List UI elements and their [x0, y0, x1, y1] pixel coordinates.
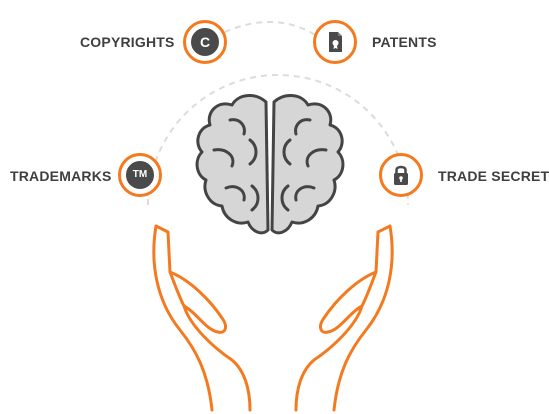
patent-document-icon	[329, 32, 342, 52]
copyright-icon: C	[191, 28, 219, 56]
copyrights-label: COPYRIGHTS	[80, 34, 175, 50]
trademarks-badge: TM	[118, 153, 162, 197]
trade-secrets-label: TRADE SECRETS	[438, 168, 549, 184]
brain-icon	[195, 94, 345, 235]
padlock-icon	[394, 165, 408, 185]
open-hands-icon	[152, 224, 394, 412]
trade-secrets-badge	[379, 153, 423, 197]
orbit-ring	[147, 74, 409, 206]
trademark-icon: TM	[126, 161, 154, 189]
patents-label: PATENTS	[372, 34, 437, 50]
trademarks-label: TRADEMARKS	[10, 168, 112, 184]
copyright-glyph: C	[199, 34, 211, 50]
copyrights-badge: C	[183, 20, 227, 64]
patents-badge	[313, 20, 357, 64]
trademark-glyph: TM	[132, 169, 148, 180]
